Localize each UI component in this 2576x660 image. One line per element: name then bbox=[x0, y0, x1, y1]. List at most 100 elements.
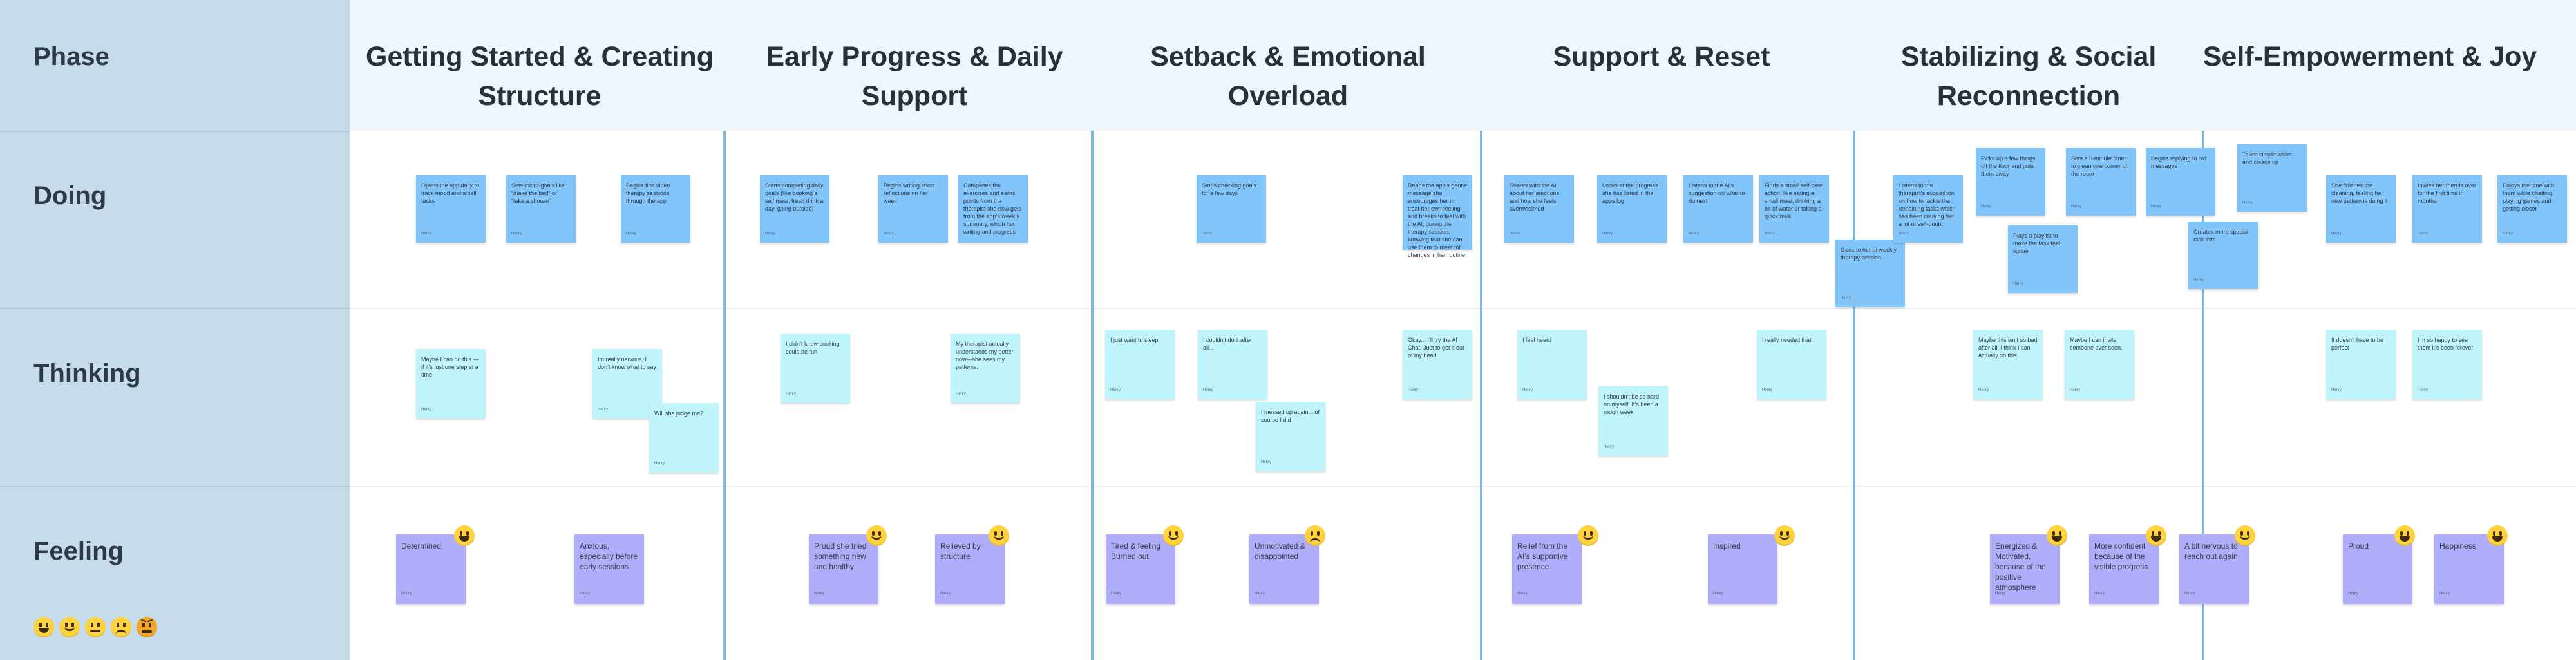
note-author: Henry bbox=[765, 232, 776, 236]
doing-sticky-note[interactable]: Listens to the therapist’s suggestion on… bbox=[1893, 175, 1963, 243]
thinking-sticky-note[interactable]: Maybe this isn’t so bad after all, I thi… bbox=[1973, 330, 2043, 399]
note-author: Henry bbox=[1899, 232, 1909, 236]
note-author: Henry bbox=[1978, 388, 1989, 392]
note-text: I feel heard bbox=[1522, 337, 1552, 343]
doing-sticky-note[interactable]: Begins writing short reflections on her … bbox=[878, 175, 948, 243]
note-text: Okay... I’ll try the AI Chat. Just to ge… bbox=[1408, 337, 1464, 359]
note-author: Henry bbox=[1995, 592, 2006, 596]
note-author: Henry bbox=[956, 392, 967, 396]
note-text: More confident because of the visible pr… bbox=[2094, 542, 2148, 571]
phase-title-setback: Setback & Emotional Overload bbox=[1150, 41, 1426, 111]
feeling-sticky-note[interactable]: Anxious, especially before early session… bbox=[574, 534, 644, 604]
note-text: Starts completing daily goals (like cook… bbox=[765, 182, 824, 212]
doing-sticky-note[interactable]: Sets a 5-minute timer to clean one corne… bbox=[2066, 148, 2136, 216]
feeling-sticky-note[interactable]: More confident because of the visible pr… bbox=[2089, 534, 2159, 604]
doing-sticky-note[interactable]: Starts completing daily goals (like cook… bbox=[760, 175, 829, 243]
neutral-face-icon bbox=[85, 617, 106, 637]
doing-sticky-note[interactable]: Opens the app daily to track mood and sm… bbox=[416, 175, 486, 243]
doing-sticky-note[interactable]: Listens to the AI’s suggestion on what t… bbox=[1683, 175, 1753, 243]
thinking-sticky-note[interactable]: Maybe I can invite someone over soon.Hen… bbox=[2065, 330, 2134, 399]
note-text: Will she judge me? bbox=[654, 410, 704, 417]
note-text: Inspired bbox=[1713, 542, 1741, 551]
phase-title-self-empowerment: Self-Empowerment & Joy bbox=[2202, 41, 2537, 72]
note-text: Relief from the AI’s supportive presence bbox=[1517, 542, 1568, 571]
note-author: Henry bbox=[2503, 232, 2514, 236]
thinking-sticky-note[interactable]: My therapist actually understands my bet… bbox=[951, 334, 1020, 403]
note-author: Henry bbox=[2094, 592, 2105, 596]
feeling-sticky-note[interactable]: Proud she tried something new and health… bbox=[809, 534, 878, 604]
doing-sticky-note[interactable]: Looks at the progress she has listed in … bbox=[1597, 175, 1667, 243]
doing-sticky-note[interactable]: Plays a playlist to make the task feel l… bbox=[2008, 225, 2078, 293]
note-text: It doesn’t have to be perfect bbox=[2331, 337, 2384, 351]
note-author: Henry bbox=[2071, 205, 2082, 209]
note-author: Henry bbox=[1203, 388, 1214, 392]
note-author: Henry bbox=[2151, 205, 2162, 209]
note-author: Henry bbox=[814, 592, 825, 596]
note-author: Henry bbox=[1713, 592, 1724, 596]
note-author: Henry bbox=[1981, 205, 1992, 209]
doing-sticky-note[interactable]: Sets micro-goals like “make the bed” or … bbox=[506, 175, 576, 243]
note-text: Creates more special task lists bbox=[2193, 229, 2249, 243]
doing-sticky-note[interactable]: Shares with the AI about her emotions an… bbox=[1504, 175, 1574, 243]
note-author: Henry bbox=[2331, 388, 2342, 392]
doing-sticky-note[interactable]: Begins first video therapy sessions thro… bbox=[621, 175, 690, 243]
thinking-sticky-note[interactable]: Will she judge me?Henry bbox=[649, 403, 719, 473]
row-divider bbox=[350, 486, 2576, 487]
thinking-sticky-note[interactable]: I’m so happy to see them it’s been forev… bbox=[2412, 330, 2482, 399]
doing-sticky-note[interactable]: Invites her friends over for the first t… bbox=[2412, 175, 2482, 243]
note-text: Maybe I can do this —if it’s just one st… bbox=[421, 356, 479, 378]
thinking-sticky-note[interactable]: Maybe I can do this —if it’s just one st… bbox=[416, 349, 486, 419]
note-author: Henry bbox=[1202, 232, 1213, 236]
note-text: Energized & Motivated, because of the po… bbox=[1995, 542, 2046, 592]
note-text: Maybe I can invite someone over soon. bbox=[2070, 337, 2123, 351]
doing-sticky-note[interactable]: Finds a small self-care action, like eat… bbox=[1759, 175, 1829, 243]
note-text: Goes to her bi-weekly therapy session bbox=[1841, 247, 1897, 261]
doing-sticky-note[interactable]: She finishes the cleaning, feeling her n… bbox=[2326, 175, 2396, 243]
doing-sticky-note[interactable]: Picks up a few things off the floor and … bbox=[1976, 148, 2045, 216]
note-author: Henry bbox=[1765, 232, 1776, 236]
row-divider bbox=[0, 308, 350, 309]
smiling-face-icon bbox=[866, 525, 887, 546]
sad-face-icon bbox=[111, 617, 131, 637]
feeling-sticky-note[interactable]: Energized & Motivated, because of the po… bbox=[1990, 534, 2060, 604]
thinking-row-label: Thinking bbox=[33, 359, 141, 388]
note-text: Sets a 5-minute timer to clean one corne… bbox=[2071, 155, 2128, 177]
note-text: She finishes the cleaning, feeling her n… bbox=[2331, 182, 2388, 204]
doing-sticky-note[interactable]: Enjoys the time with them while chatting… bbox=[2497, 175, 2567, 243]
note-text: A bit nervous to reach out again bbox=[2184, 542, 2238, 561]
thinking-sticky-note[interactable]: I shouldn’t be so hard on myself. It’s b… bbox=[1598, 386, 1668, 456]
note-text: Opens the app daily to track mood and sm… bbox=[421, 182, 480, 204]
note-text: Relieved by structure bbox=[940, 542, 981, 561]
note-author: Henry bbox=[421, 408, 432, 411]
note-text: Unmotivated & disappointed bbox=[1255, 542, 1305, 561]
note-author: Henry bbox=[2242, 201, 2253, 205]
row-label-sidebar: Phase Doing Thinking Feeling bbox=[0, 0, 350, 660]
thinking-sticky-note[interactable]: Okay... I’ll try the AI Chat. Just to ge… bbox=[1403, 330, 1472, 399]
thinking-sticky-note[interactable]: I couldn’t do it after all...Henry bbox=[1198, 330, 1267, 399]
feeling-sticky-note[interactable]: Relief from the AI’s supportive presence… bbox=[1512, 534, 1582, 604]
phase-title-getting-started: Getting Started & Creating Structure bbox=[366, 41, 714, 111]
note-text: Anxious, especially before early session… bbox=[580, 542, 638, 571]
note-author: Henry bbox=[1602, 232, 1613, 236]
doing-sticky-note[interactable]: Completes the exercises and earns points… bbox=[958, 175, 1028, 243]
doing-sticky-note[interactable]: Reads the app’s gentle message she encou… bbox=[1403, 175, 1472, 258]
